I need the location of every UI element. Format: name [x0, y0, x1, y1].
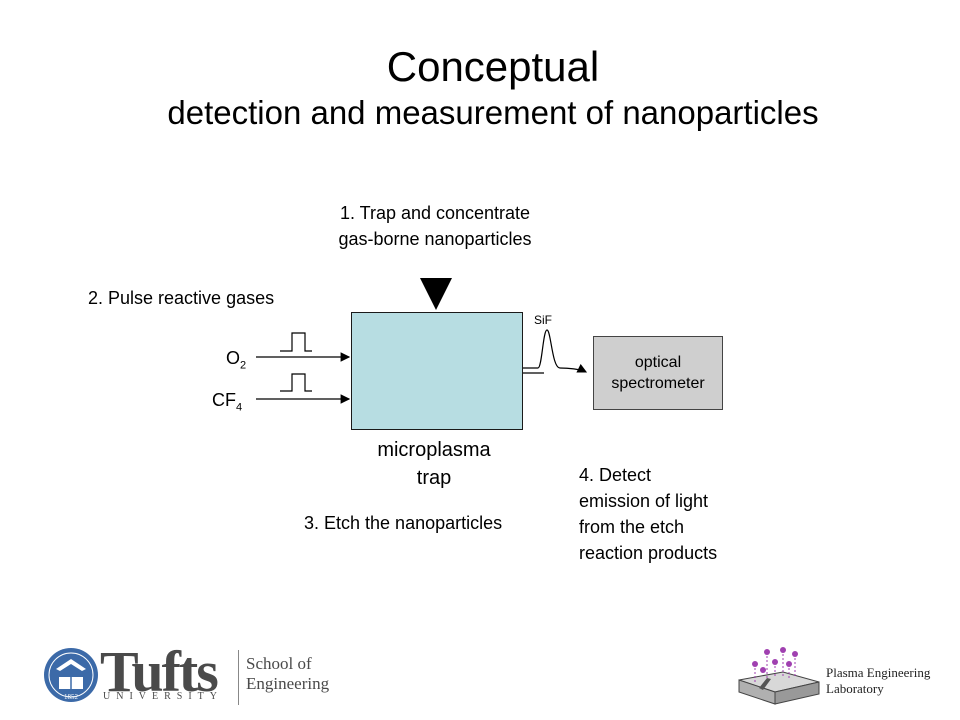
spectrometer-line-2: spectrometer — [611, 375, 705, 392]
microplasma-trap-label: microplasma trap — [351, 436, 517, 492]
spectrometer-line-1: optical — [634, 354, 682, 371]
step-4-line-4: reaction products — [579, 543, 718, 563]
step-3-label: 3. Etch the nanoparticles — [304, 513, 503, 533]
school-line-2: Engineering — [246, 674, 330, 693]
tufts-seal-icon: 1852 — [44, 648, 98, 702]
gas-o2-sub: 2 — [240, 359, 247, 372]
plasma-lab-line-1: Plasma Engineering — [826, 665, 931, 680]
school-of-engineering-text: School of Engineering — [246, 654, 329, 694]
slide-title: Conceptual — [386, 43, 600, 90]
plasma-lab-logo-icon — [738, 647, 820, 705]
trap-label-line-1: microplasma — [377, 439, 491, 461]
tufts-year: 1852 — [64, 693, 79, 701]
plasma-lab-text: Plasma Engineering Laboratory — [826, 665, 930, 697]
step-1-line-1: 1. Trap and concentrate — [339, 203, 531, 223]
tufts-university-text: UNIVERSITY — [103, 691, 223, 702]
tufts-wordmark: Tufts — [100, 639, 219, 704]
step-4-label: 4. Detect emission of light from the etc… — [579, 462, 779, 566]
step-1-line-2: gas-borne nanoparticles — [338, 229, 532, 249]
sif-signal-label: SiF — [534, 313, 552, 327]
logo-divider — [238, 650, 239, 705]
o2-pulse-icon — [280, 332, 312, 352]
optical-spectrometer-box: optical spectrometer — [593, 336, 723, 410]
school-line-1: School of — [246, 654, 312, 673]
step-4-line-2: emission of light — [579, 491, 709, 511]
plasma-lab-line-2: Laboratory — [826, 681, 884, 696]
trap-label-line-2: trap — [416, 467, 452, 489]
gas-cf4-label: CF4 — [212, 390, 242, 414]
microplasma-trap-box — [351, 312, 523, 430]
step-4-line-1: 4. Detect — [579, 465, 652, 485]
gas-cf4-sub: 4 — [236, 401, 243, 414]
step-2-label: 2. Pulse reactive gases — [88, 288, 275, 308]
gas-o2-label: O2 — [226, 348, 246, 372]
slide-subtitle: detection and measurement of nanoparticl… — [167, 94, 819, 131]
step-1-label: 1. Trap and concentrate gas-borne nanopa… — [290, 200, 580, 252]
gas-cf4-base: CF — [212, 390, 236, 410]
step-4-line-3: from the etch — [579, 517, 685, 537]
cf4-pulse-icon — [280, 373, 312, 392]
sif-peak-curve — [522, 329, 588, 373]
gas-o2-base: O — [226, 348, 241, 368]
